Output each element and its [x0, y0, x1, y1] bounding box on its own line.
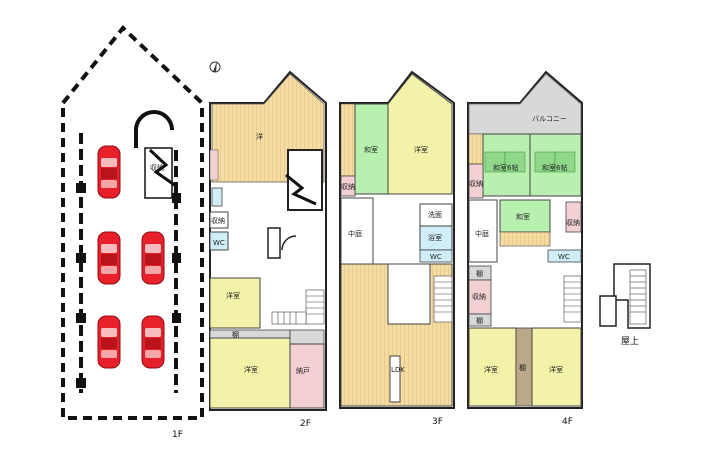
2f-closet-label: 収納 — [211, 216, 225, 225]
floor-3f-label: 3F — [432, 417, 443, 427]
car-1 — [97, 145, 121, 199]
4f-wc — [547, 249, 582, 263]
4f-western-right-label: 洋室 — [549, 365, 563, 374]
2f-pantry-label: 納戸 — [296, 366, 310, 375]
3f-closet-label: 収納 — [341, 182, 355, 191]
2f-wc-label: WC — [213, 239, 225, 247]
3f-courtyard-label: 中庭 — [348, 229, 362, 238]
3f-courtyard — [340, 197, 374, 265]
4f-wc-label: WC — [558, 253, 570, 261]
3f-washroom-label: 洗面 — [428, 210, 442, 219]
floor-1f: 収納 1F — [61, 25, 204, 440]
4f-balcony-label: バルコニー — [532, 115, 567, 123]
car-3 — [141, 231, 165, 285]
4f-courtyard — [468, 199, 498, 263]
2f-western-bottom — [209, 337, 291, 409]
3f-japanese-room — [354, 103, 389, 195]
floor-4f-label: 4F — [562, 417, 573, 427]
compass-icon — [209, 61, 221, 73]
2f-pantry — [289, 343, 325, 409]
car-5 — [141, 315, 165, 369]
roof-stairs — [629, 269, 647, 325]
4f-courtyard-label: 中庭 — [475, 229, 489, 238]
3f-western-room — [387, 73, 453, 195]
3f-wc-label: WC — [430, 253, 442, 261]
4f-closet-left — [468, 163, 484, 199]
4f-closet-left-label: 収納 — [469, 179, 483, 188]
floor-1f-label: 1F — [172, 430, 183, 440]
4f-closet-right-label: 収納 — [566, 218, 580, 227]
2f-closet — [209, 211, 229, 229]
2f-western-bottom-label: 洋室 — [244, 365, 258, 374]
floor-2f: 洋 収納 WC 洋室 棚 洋室 納戸 2F — [209, 70, 327, 429]
2f-stairs — [271, 289, 325, 325]
2f-shelf-label: 棚 — [232, 330, 239, 339]
4f-western-left-label: 洋室 — [484, 365, 498, 374]
4f-storage-label: 収納 — [472, 292, 486, 301]
1f-boundary — [61, 25, 204, 420]
1f-stair-curve — [134, 110, 174, 131]
car-4 — [97, 315, 121, 369]
4f-shelf-top-label: 棚 — [476, 269, 483, 278]
3f-bathroom-label: 浴室 — [428, 233, 442, 242]
2f-big-room-label: 洋 — [256, 132, 263, 141]
floor-2f-label: 2F — [300, 419, 311, 429]
4f-balcony — [468, 73, 582, 135]
4f-shelf-bottom-label: 棚 — [476, 316, 483, 325]
4f-stairs — [563, 275, 582, 323]
2f-western-mid-label: 洋室 — [226, 291, 240, 300]
4f-closet-right — [565, 201, 582, 233]
4f-japanese-mid-label: 和室 — [516, 212, 530, 221]
3f-ldk-label: LDK — [391, 366, 405, 374]
4f-japanese-6b-label: 和室6帖 — [542, 163, 567, 172]
4f-shelf-mid-label: 棚 — [519, 363, 526, 372]
2f-wc — [209, 231, 229, 251]
3f-western-room-label: 洋室 — [414, 145, 428, 154]
3f-japanese-room-label: 和室 — [364, 145, 378, 154]
3f-closet — [340, 175, 356, 197]
3f-stairs — [433, 275, 453, 323]
4f-japanese-6a-label: 和室6帖 — [493, 163, 518, 172]
2f-western-mid — [209, 277, 261, 329]
4f-western-left — [468, 327, 517, 407]
floor-4f: バルコニー 和室6帖 和室6帖 収納 和室 収納 中庭 WC 棚 収納 棚 — [467, 70, 583, 427]
car-2 — [97, 231, 121, 285]
1f-storage-label: 収納 — [150, 163, 164, 172]
floor-3f: 和室 洋室 収納 中庭 洗面 浴室 WC LDK 3F — [339, 70, 455, 427]
3f-wc — [419, 249, 453, 263]
4f-western-right — [531, 327, 582, 407]
roof-label: 屋上 — [621, 336, 639, 347]
roof: 屋上 — [599, 263, 651, 347]
